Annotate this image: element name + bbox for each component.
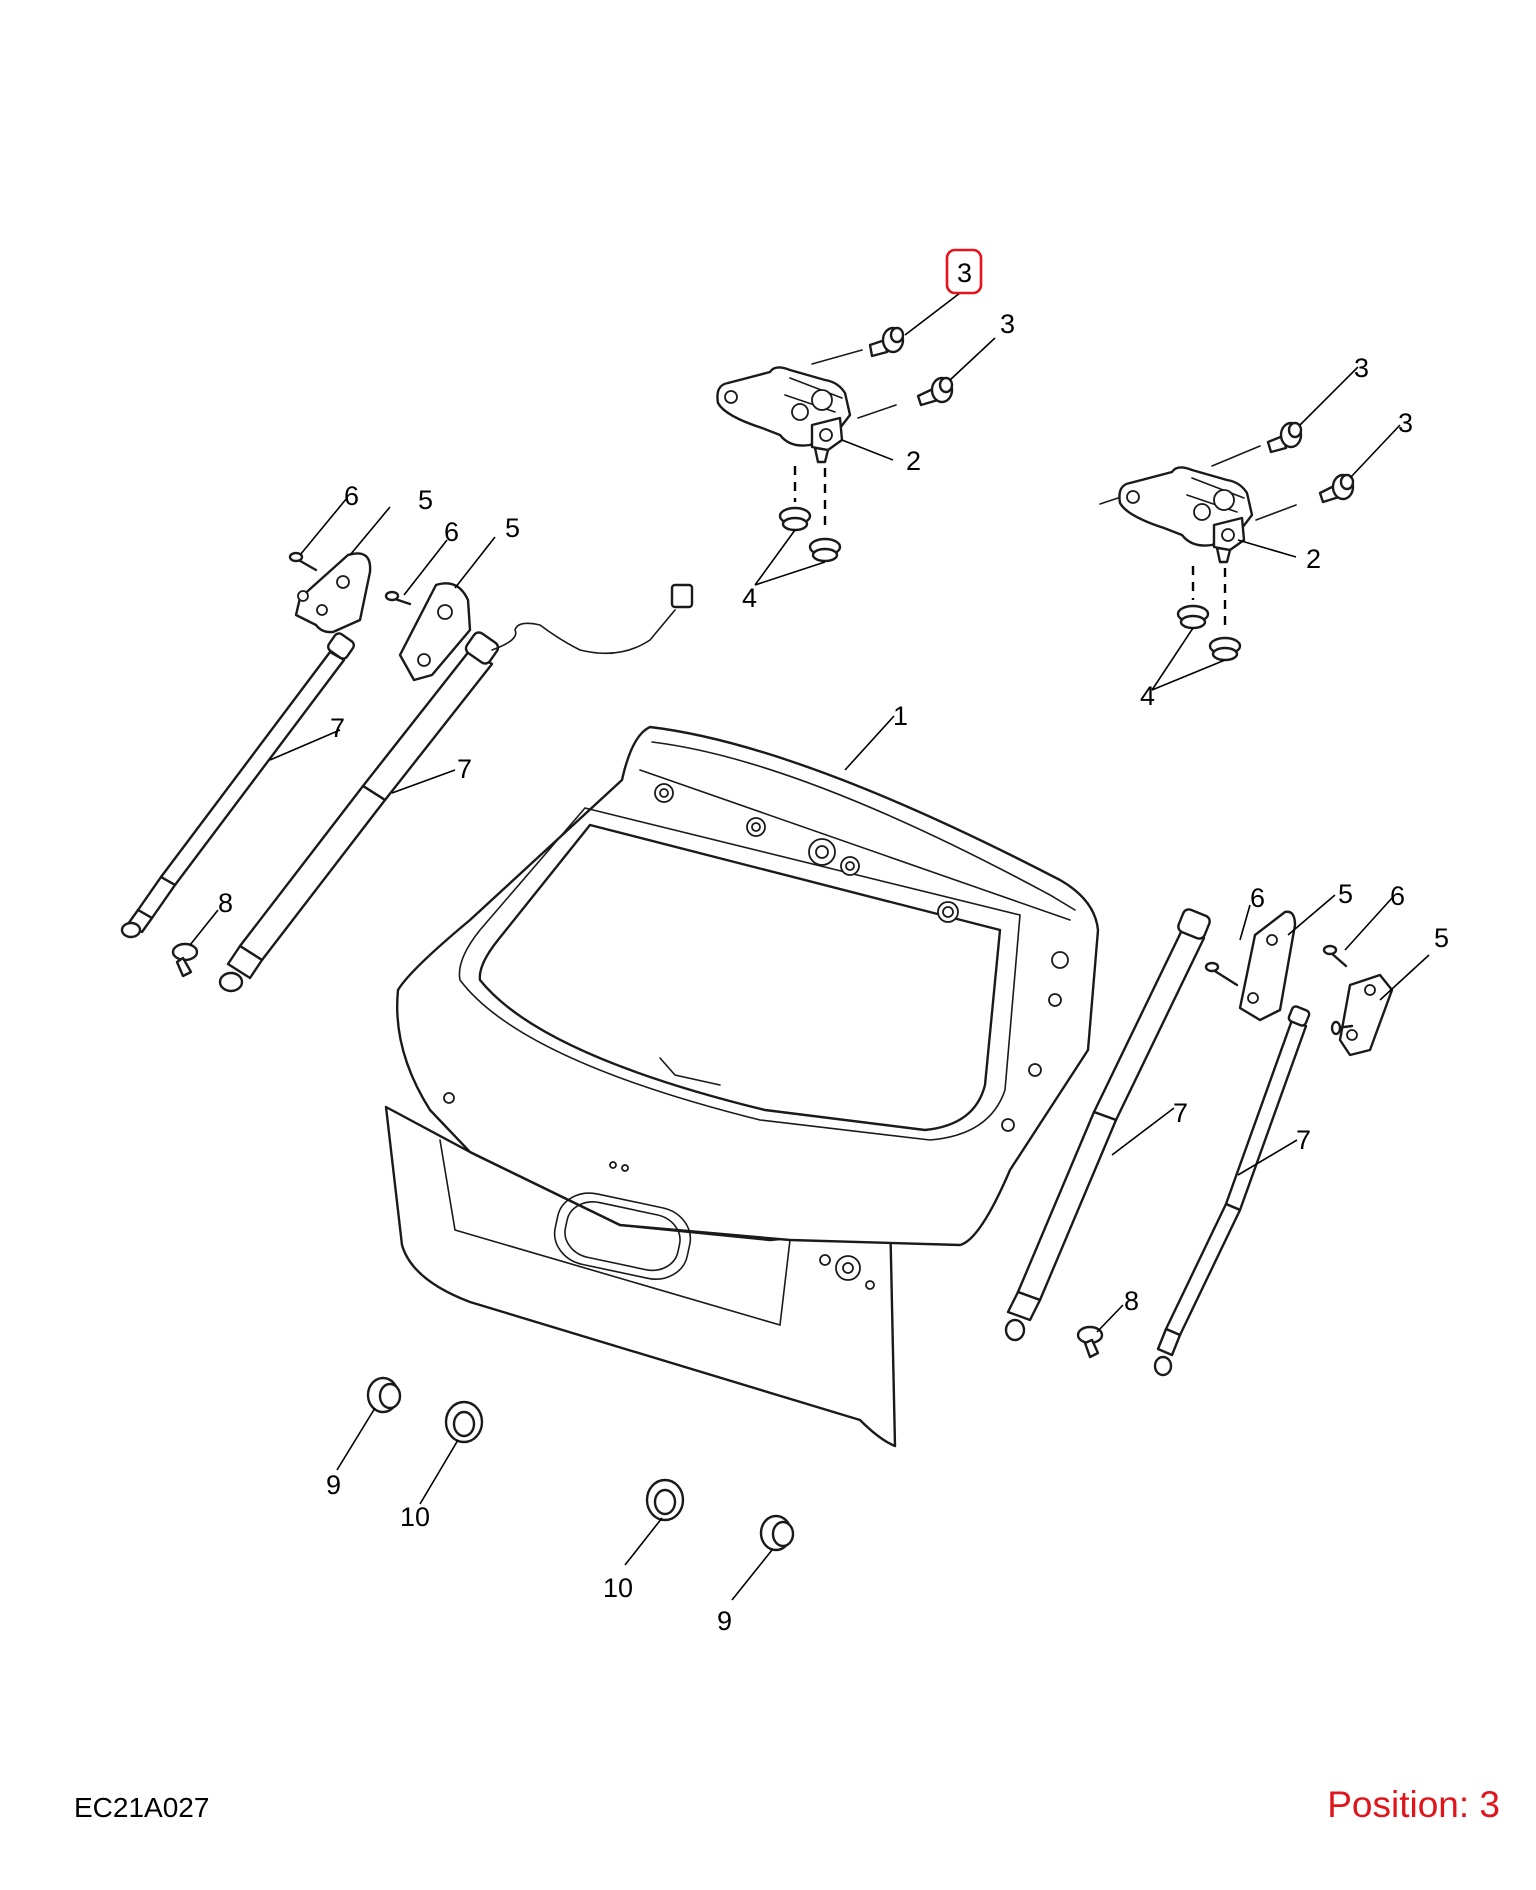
callout-6-a: 6 — [344, 481, 359, 511]
bolt-3-mid-right[interactable] — [1318, 473, 1355, 504]
hinge-left[interactable] — [716, 366, 852, 464]
callout-7-d: 7 — [1296, 1125, 1311, 1155]
bracket-lower-right-b[interactable] — [1338, 973, 1394, 1057]
callout-labels: 1 2 2 3 3 3 3 4 4 5 5 5 5 6 6 6 6 7 7 7 … — [218, 248, 1449, 1636]
callout-10-left: 10 — [400, 1502, 430, 1532]
callout-10-right: 10 — [603, 1573, 633, 1603]
position-label: Position: 3 — [1327, 1784, 1500, 1825]
callout-9-right: 9 — [717, 1606, 732, 1636]
callout-8-left: 8 — [218, 888, 233, 918]
callout-7-a: 7 — [330, 713, 345, 743]
callout-5-b: 5 — [505, 513, 520, 543]
callout-3-c: 3 — [1354, 353, 1369, 383]
callout-4-left: 4 — [742, 583, 757, 613]
bracket-screws[interactable] — [288, 551, 1354, 1036]
tailgate-panel[interactable] — [384, 725, 1100, 1448]
leader-lines — [189, 292, 1430, 1601]
hinge-nuts[interactable] — [778, 466, 1242, 662]
callout-1: 1 — [893, 701, 908, 731]
hinge-bolts[interactable] — [811, 326, 1355, 521]
strut-lower-right[interactable] — [1004, 908, 1211, 1342]
bracket-upper-left-b[interactable] — [398, 582, 472, 682]
hinge-right[interactable] — [1099, 466, 1254, 564]
plugs-9[interactable] — [366, 1376, 795, 1552]
ball-studs[interactable] — [171, 942, 1104, 1359]
callout-7-c: 7 — [1173, 1098, 1188, 1128]
callout-8-right: 8 — [1124, 1286, 1139, 1316]
callout-3-highlight-ring — [945, 248, 983, 295]
bracket-upper-left-a[interactable] — [294, 552, 372, 634]
callout-3-highlighted: 3 — [957, 258, 972, 288]
bracket-lower-right-a[interactable] — [1238, 910, 1297, 1022]
callout-3-d: 3 — [1398, 408, 1413, 438]
callout-4-right: 4 — [1140, 681, 1155, 711]
bolt-3-top-right[interactable] — [1266, 421, 1303, 454]
bolt-3-mid-left[interactable] — [916, 376, 954, 407]
callout-2-left: 2 — [906, 446, 921, 476]
plugs-10[interactable] — [444, 1400, 685, 1522]
strut-lower-right-b[interactable] — [1153, 1005, 1311, 1377]
strut-upper-left-powered[interactable] — [218, 583, 694, 993]
callout-6-b: 6 — [444, 517, 459, 547]
callout-7-b: 7 — [457, 754, 472, 784]
callout-2-right: 2 — [1306, 544, 1321, 574]
callout-3-b: 3 — [1000, 309, 1015, 339]
callout-5-a: 5 — [418, 485, 433, 515]
callout-6-d: 6 — [1390, 881, 1405, 911]
callout-6-c: 6 — [1250, 883, 1265, 913]
callout-5-d: 5 — [1434, 923, 1449, 953]
callout-5-c: 5 — [1338, 879, 1353, 909]
strut-upper-left[interactable] — [120, 631, 356, 939]
figure-code: EC21A027 — [74, 1792, 210, 1823]
bolt-3-top-left[interactable] — [868, 326, 905, 358]
callout-9-left: 9 — [326, 1470, 341, 1500]
